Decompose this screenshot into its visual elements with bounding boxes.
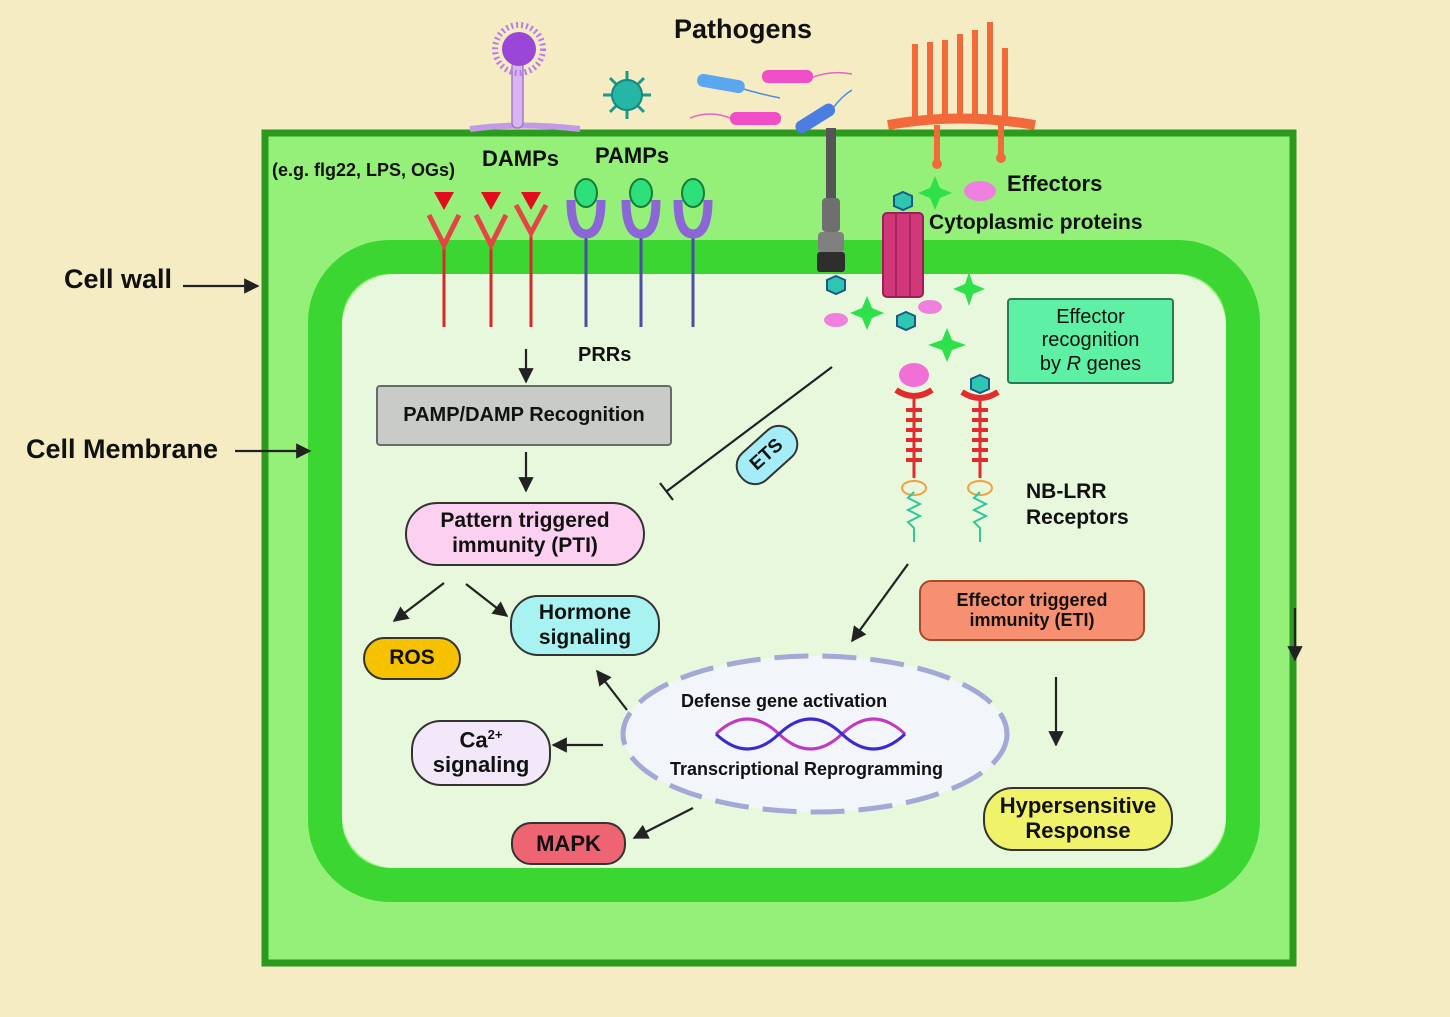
cytoplasmic-proteins-label: Cytoplasmic proteins: [929, 211, 1143, 234]
calcium-line2: signaling: [432, 752, 530, 778]
damp-receptor-icon: [426, 192, 462, 327]
effectors-label: Effectors: [1007, 171, 1103, 196]
pti-box: Pattern triggered immunity (PTI): [405, 502, 645, 566]
arrows: [183, 278, 1303, 839]
nb-lrr-receptor-icon: [960, 373, 1000, 542]
hormone-signaling-box: Hormone signaling: [510, 595, 660, 656]
pti-to-ros-arrow: [392, 582, 445, 622]
eti-box: Effector triggered immunity (ETI): [919, 580, 1145, 641]
nucleus-to-hormone-arrow: [596, 669, 628, 711]
ets-inhibition-line: [666, 366, 833, 492]
pamp-receptor-icon: [621, 178, 661, 327]
membrane-channel-icon: [882, 212, 924, 298]
pti-line2: immunity (PTI): [452, 534, 598, 557]
pti-to-hormone-arrow: [465, 583, 509, 617]
hr-line2: Response: [1025, 818, 1131, 843]
nucleus: [620, 653, 1010, 815]
ros-box: ROS: [363, 637, 461, 680]
effector-recognition-genes: genes: [1081, 352, 1142, 375]
cell-wall-label: Cell wall: [64, 264, 173, 294]
ets-inhibition-bar: [659, 482, 674, 501]
effector-recognition-line2: recognition: [1041, 329, 1140, 352]
eti-line1: Effector triggered: [956, 589, 1108, 610]
calcium-symbol: Ca: [459, 727, 488, 753]
pamp-receptor-icon: [673, 178, 713, 327]
effector-molecules-icon: [824, 176, 996, 362]
cell-membrane: [308, 240, 1260, 902]
hypersensitive-response-box: Hypersensitive Response: [983, 787, 1173, 851]
eti-line2: immunity (ETI): [969, 609, 1095, 630]
fungus-pathogen-icon: [469, 22, 581, 132]
dna-helix-icon: [714, 717, 907, 751]
nb-lrr-line2: Receptors: [1026, 505, 1129, 529]
secretion-system-icon: [817, 128, 845, 272]
pamp-damp-recognition-box: PAMP/DAMP Recognition: [376, 385, 672, 446]
nb-lrr-line1: NB-LRR: [1026, 480, 1107, 503]
mapk-box: MAPK: [511, 822, 626, 865]
hormone-line2: signaling: [538, 625, 632, 649]
pti-line1: Pattern triggered: [440, 509, 610, 533]
nucleus-to-mapk-arrow: [632, 807, 694, 839]
hr-line1: Hypersensitive: [999, 793, 1157, 819]
r-gene-italic: R: [1066, 352, 1082, 375]
calcium-charge: 2+: [487, 727, 503, 743]
bacteria-pathogen-icon: [689, 70, 853, 134]
hormone-line1: Hormone: [538, 600, 632, 624]
examples-label: (e.g. flg22, LPS, OGs): [272, 160, 456, 180]
virus-pathogen-icon: [603, 71, 651, 119]
effector-recognition-by: by: [1039, 352, 1067, 375]
defense-gene-activation-label: Defense gene activation: [681, 691, 888, 711]
prrs-label: PRRs: [578, 344, 632, 366]
damp-receptor-icon: [513, 192, 549, 327]
pamp-receptor-icon: [566, 178, 606, 327]
effector-recognition-box: Effector recognition by R genes: [1007, 298, 1174, 384]
damps-label: DAMPs: [482, 146, 560, 171]
calcium-line1: Ca2+: [459, 727, 503, 753]
calcium-signaling-box: Ca2+ signaling: [411, 720, 551, 786]
effector-recognition-line3: by R genes: [1040, 353, 1141, 377]
damp-receptor-icon: [473, 192, 509, 327]
transcriptional-reprogramming-label: Transcriptional Reprogramming: [670, 759, 944, 779]
pathogens-title: Pathogens: [674, 14, 813, 44]
nb-lrr-receptor-icon: [894, 363, 934, 542]
nb-lrr-label: NB-LRR Receptors: [1026, 479, 1129, 530]
effector-recognition-line1: Effector: [1056, 305, 1125, 328]
pamps-label: PAMPs: [595, 143, 670, 168]
cell-membrane-label: Cell Membrane: [26, 434, 219, 464]
oomycete-pathogen-icon: [887, 22, 1036, 169]
receptors-to-nucleus-arrow: [851, 563, 909, 643]
